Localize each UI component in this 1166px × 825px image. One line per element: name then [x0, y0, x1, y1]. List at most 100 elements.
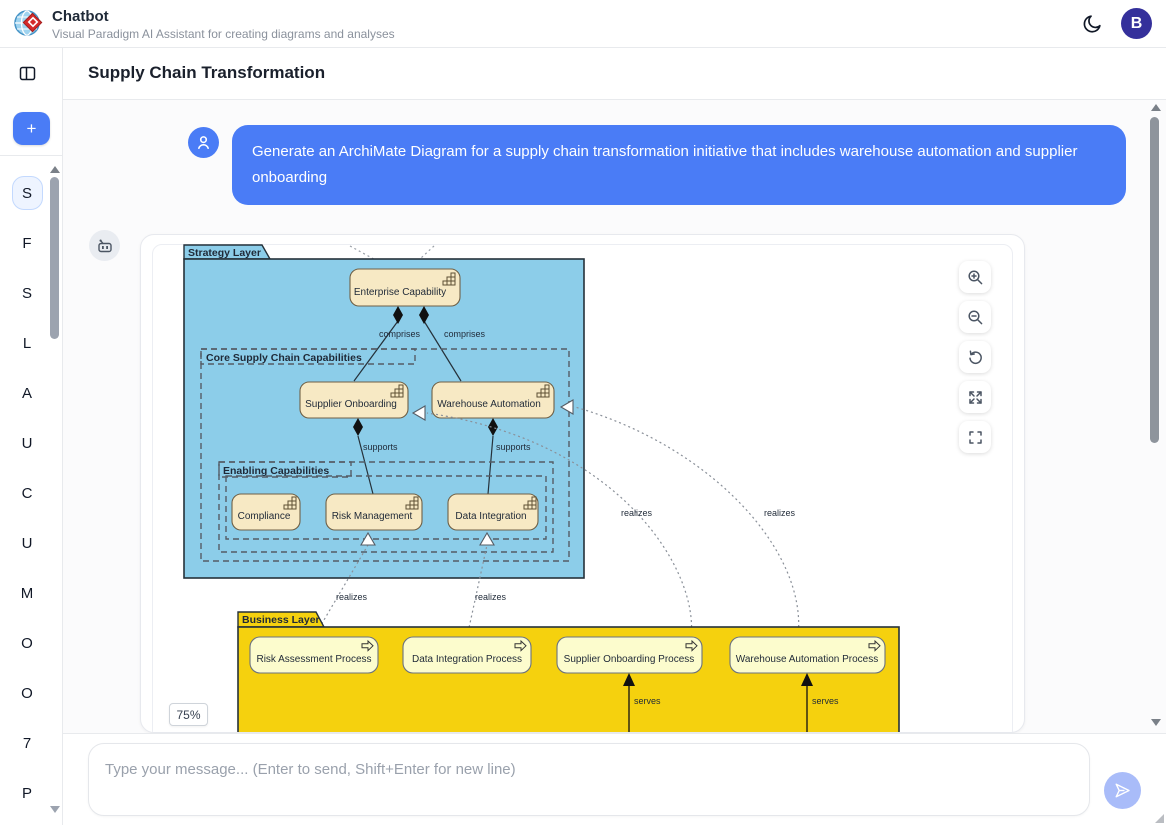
sidebar-chat-item[interactable]: U: [0, 418, 54, 468]
diagram-zoom-level-badge: 75%: [169, 703, 208, 726]
node-label: Risk Management: [332, 511, 413, 522]
chat-item-label: U: [21, 434, 33, 452]
bot-avatar: [89, 230, 120, 261]
sidebar-chat-item[interactable]: C: [0, 468, 54, 518]
node-data-integration[interactable]: Data Integration: [447, 493, 539, 531]
chat-item-label: M: [20, 584, 34, 602]
message-input[interactable]: [88, 743, 1090, 816]
chat-item-label: L: [22, 334, 32, 352]
enabling-group-label: Enabling Capabilities: [223, 465, 329, 477]
serves-label: serves: [812, 696, 839, 706]
app-subtitle: Visual Paradigm AI Assistant for creatin…: [52, 27, 395, 41]
core-group-label: Core Supply Chain Capabilities: [206, 352, 362, 364]
dark-mode-moon-icon[interactable]: [1082, 13, 1104, 35]
sidebar-chat-item[interactable]: P: [0, 768, 54, 818]
composer: [63, 733, 1166, 825]
realizes-label: realizes: [621, 508, 653, 518]
chat-scroll-up-arrow[interactable]: [1151, 104, 1161, 111]
node-warehouse-automation[interactable]: Warehouse Automation: [431, 381, 555, 419]
supports-relations: supports supports: [353, 418, 531, 495]
node-label: Data Integration: [455, 511, 526, 522]
sidebar-scroll-down-arrow[interactable]: [50, 806, 60, 813]
node-supplier-onboarding[interactable]: Supplier Onboarding: [299, 381, 409, 419]
expand-button[interactable]: [959, 381, 991, 413]
chat-item-label: F: [22, 234, 32, 252]
node-label: Risk Assessment Process: [256, 654, 371, 665]
app-header: Chatbot Visual Paradigm AI Assistant for…: [0, 0, 1166, 48]
node-label: Warehouse Automation Process: [736, 654, 878, 665]
profile-avatar[interactable]: B: [1121, 8, 1152, 39]
chat-area: Generate an ArchiMate Diagram for a supp…: [63, 100, 1166, 733]
zoom-in-button[interactable]: [959, 261, 991, 293]
reset-rotate-icon: [968, 349, 982, 364]
node-label: Compliance: [238, 511, 291, 522]
chat-item-label: C: [21, 484, 33, 502]
realization-relations: [313, 406, 800, 638]
new-chat-button[interactable]: +: [13, 112, 50, 145]
chat-item-label: P: [21, 784, 32, 802]
chat-item-label: 7: [22, 734, 32, 752]
panel-toggle-icon[interactable]: [19, 65, 36, 82]
visual-paradigm-logo-icon: [14, 10, 43, 36]
zoom-out-button[interactable]: [959, 301, 991, 333]
sidebar-chat-item[interactable]: O: [0, 618, 54, 668]
comprises-relations: comprises comprises: [353, 306, 486, 382]
sidebar-chat-item[interactable]: O: [0, 668, 54, 718]
zoom-in-icon: [967, 269, 982, 284]
realization-lines-top: [349, 245, 435, 270]
node-enterprise-capability[interactable]: Enterprise Capability: [349, 268, 461, 307]
chat-item-label: O: [21, 634, 33, 652]
archimate-diagram[interactable]: Strategy Layer comprises comprises Enter…: [151, 241, 1021, 733]
fullscreen-brackets-icon: [968, 430, 982, 444]
node-label: Supplier Onboarding: [305, 399, 397, 410]
robot-icon: [97, 239, 112, 252]
send-button[interactable]: [1104, 772, 1141, 809]
node-risk-management[interactable]: Risk Management: [325, 493, 423, 531]
node-compliance[interactable]: Compliance: [231, 493, 301, 531]
node-label: Data Integration Process: [412, 654, 522, 665]
sidebar-chat-item[interactable]: S: [0, 268, 54, 318]
chat-item-label: S: [11, 176, 43, 210]
sidebar-chat-item[interactable]: F: [0, 218, 54, 268]
sidebar-chat-item[interactable]: L: [0, 318, 54, 368]
sidebar-chat-item[interactable]: M: [0, 568, 54, 618]
send-plane-icon: [1115, 783, 1130, 798]
realizes-label: realizes: [336, 592, 368, 602]
page-title: Supply Chain Transformation: [88, 63, 326, 82]
zoom-out-icon: [967, 309, 982, 324]
resize-grip[interactable]: [1155, 814, 1164, 823]
user-icon: [198, 136, 209, 150]
user-message-bubble: Generate an ArchiMate Diagram for a supp…: [232, 125, 1126, 205]
node-label: Supplier Onboarding Process: [564, 654, 695, 665]
node-warehouse-automation-process[interactable]: Warehouse Automation Process: [729, 636, 886, 674]
node-label: Warehouse Automation: [437, 399, 541, 410]
supports-label: supports: [496, 442, 531, 452]
sidebar-divider: [0, 155, 63, 156]
group-enabling-capabilities: [218, 461, 554, 553]
group-core-supply-chain-capabilities: [200, 348, 570, 562]
node-supplier-onboarding-process[interactable]: Supplier Onboarding Process: [556, 636, 703, 674]
node-label: Enterprise Capability: [354, 287, 446, 298]
sidebar-scroll-up-arrow[interactable]: [50, 166, 60, 173]
sidebar-chat-item[interactable]: S: [0, 168, 54, 218]
sidebar-chat-item[interactable]: U: [0, 518, 54, 568]
user-avatar: [188, 127, 219, 158]
chat-scroll-down-arrow[interactable]: [1151, 719, 1161, 726]
realizes-label: realizes: [475, 592, 507, 602]
sidebar-scrollbar-thumb[interactable]: [50, 177, 59, 339]
comprises-label: comprises: [379, 329, 421, 339]
chat-item-label: O: [21, 684, 33, 702]
chat-scrollbar-thumb[interactable]: [1150, 117, 1159, 443]
chat-item-label: S: [21, 284, 32, 302]
sidebar-chat-item[interactable]: 7: [0, 718, 54, 768]
fullscreen-button[interactable]: [959, 421, 991, 453]
sidebar-chat-item[interactable]: A: [0, 368, 54, 418]
serves-label: serves: [634, 696, 661, 706]
sidebar: + S F S L A U C U M O O 7 P: [0, 48, 63, 825]
reset-view-button[interactable]: [959, 341, 991, 373]
node-data-integration-process[interactable]: Data Integration Process: [402, 636, 532, 674]
business-layer-label: Business Layer: [242, 614, 320, 626]
node-risk-assessment-process[interactable]: Risk Assessment Process: [249, 636, 379, 674]
comprises-label: comprises: [444, 329, 486, 339]
chat-item-label: U: [21, 534, 33, 552]
